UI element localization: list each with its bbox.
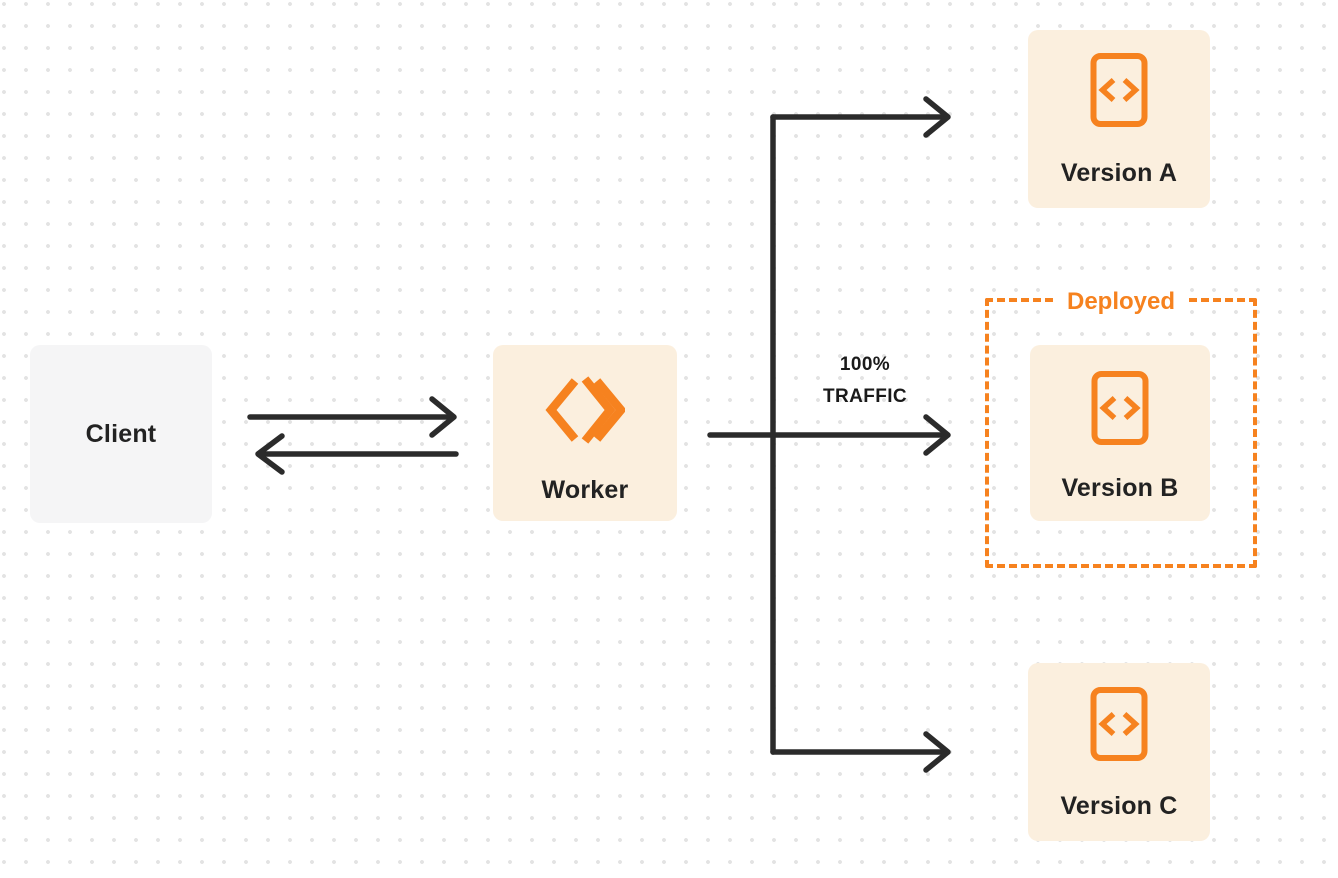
traffic-percent: 100% — [839, 354, 891, 375]
node-version-c: Version C — [1028, 663, 1210, 841]
deployed-frame: Deployed — [985, 286, 1257, 568]
node-version-a: Version A — [1028, 30, 1210, 208]
edge-worker-to-version-a — [770, 96, 951, 138]
version-b-label: Version B — [1061, 474, 1179, 502]
traffic-annotation: 100% TRAFFIC — [785, 349, 945, 413]
edge-worker-to-version-b — [923, 414, 951, 456]
deployed-label: Deployed — [1052, 286, 1190, 318]
edge-client-to-worker — [247, 396, 457, 438]
node-worker: Worker — [493, 345, 677, 521]
node-version-b: Version B — [1030, 345, 1210, 521]
code-file-icon — [1090, 687, 1148, 766]
edge-worker-branch-trunk — [707, 114, 947, 755]
edge-worker-to-client — [255, 433, 459, 475]
code-file-icon — [1090, 53, 1148, 132]
edge-worker-to-version-c — [770, 731, 951, 773]
node-client: Client — [30, 345, 212, 523]
version-a-label: Version A — [1060, 159, 1178, 187]
code-file-icon — [1091, 371, 1149, 450]
cloudflare-workers-logo-icon — [545, 376, 627, 449]
client-label: Client — [85, 420, 157, 448]
traffic-word: TRAFFIC — [822, 386, 908, 407]
worker-label: Worker — [541, 476, 629, 504]
version-c-label: Version C — [1060, 792, 1178, 820]
